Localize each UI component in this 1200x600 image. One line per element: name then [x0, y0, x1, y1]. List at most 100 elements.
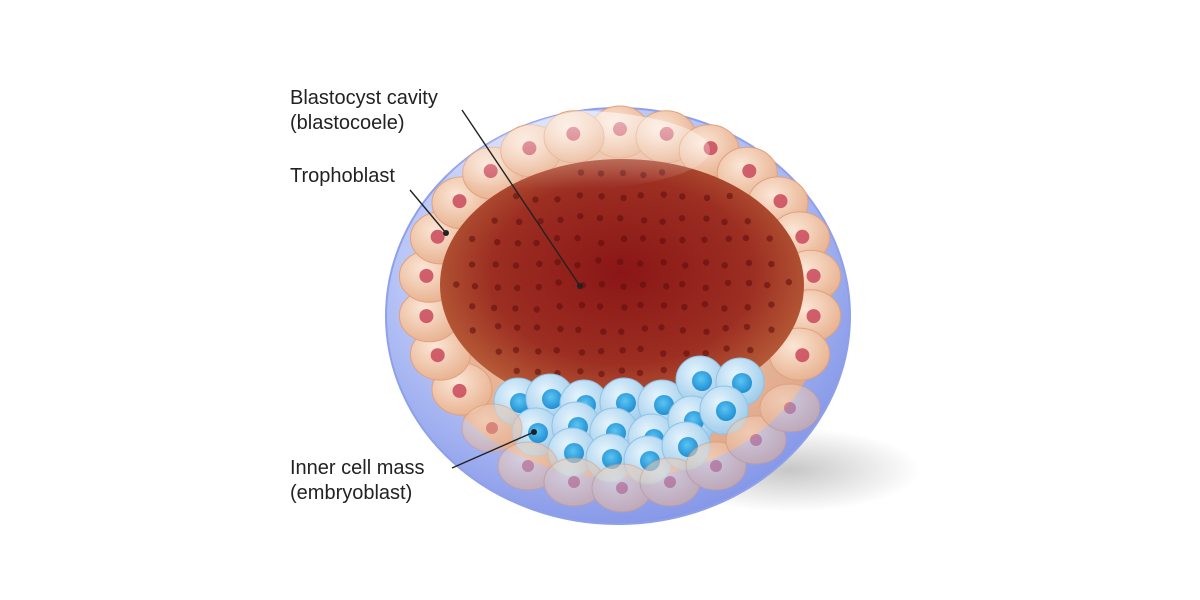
label-blastocyst-cavity: Blastocyst cavity (blastocoele) [290, 86, 438, 136]
cavity-dot [469, 303, 476, 310]
lower-trophoblast-nucleus [784, 402, 796, 414]
cavity-dot [679, 327, 687, 334]
trophoblast-nucleus [773, 194, 788, 209]
cavity-dot [577, 368, 584, 375]
cavity-dot [598, 193, 605, 200]
cavity-dot [725, 235, 732, 243]
cavity-dot [533, 239, 540, 247]
cavity-dot [618, 367, 626, 374]
lower-trophoblast-nucleus [710, 460, 722, 472]
cavity-dot [702, 349, 709, 357]
cavity-dot [744, 218, 751, 225]
lower-trophoblast-nucleus [750, 434, 762, 446]
cavity-dot [534, 368, 542, 376]
label-trophoblast: Trophoblast [290, 164, 395, 189]
lower-trophoblast-nucleus [568, 476, 580, 488]
cavity-dot [494, 238, 501, 246]
leader-cavity [461, 109, 581, 287]
cavity-dot [576, 192, 584, 199]
trophoblast-nucleus [795, 229, 810, 244]
cavity-dot [578, 349, 586, 356]
cavity-dot [701, 236, 708, 243]
cavity-dot [512, 305, 519, 312]
cavity-dot [620, 283, 627, 290]
cavity-dot [514, 240, 522, 247]
cavity-dot [639, 281, 647, 288]
cavity-dot [535, 283, 543, 291]
label-inner-cell-mass-line1: Inner cell mass [290, 457, 425, 479]
cavity-dot [553, 235, 561, 242]
cavity-dot [600, 328, 607, 335]
cavity-dot [660, 366, 667, 374]
trophoblast-nucleus [419, 268, 434, 283]
cavity-dot [637, 192, 645, 199]
cavity-dot [468, 235, 476, 243]
trophoblast-nucleus [430, 348, 445, 363]
label-trophoblast-line1: Trophoblast [290, 165, 395, 187]
cavity-dot [679, 236, 686, 244]
cavity-dot [616, 258, 624, 266]
cavity-dot [679, 281, 686, 288]
leader-lines [409, 109, 581, 469]
cavity-dot [597, 347, 605, 355]
cavity-dot [768, 260, 775, 268]
cavity-dot [702, 284, 710, 292]
cavity-dot [469, 327, 476, 334]
cavity-dot [641, 325, 649, 332]
leader-dot-trophoblast [443, 230, 449, 236]
cavity-dot [537, 217, 544, 225]
cavity-dot [557, 216, 564, 224]
cavity-dot [553, 347, 560, 354]
trophoblast-nucleus [452, 194, 467, 209]
cavity-dot [768, 326, 775, 333]
cavity-dot [768, 301, 775, 308]
cavity-dot [660, 302, 668, 309]
cavity-dot [514, 284, 521, 292]
cavity-dot [640, 217, 648, 224]
cavity-dot [512, 192, 520, 200]
cavity-dot [701, 300, 709, 308]
lower-trophoblast-nucleus [664, 476, 676, 488]
cavity-dot [637, 345, 644, 353]
cavity-dot [495, 348, 502, 355]
cavity-dot [745, 259, 753, 267]
cavity-dot [742, 234, 750, 242]
cavity-dot [721, 218, 728, 226]
icm-nucleus [510, 393, 530, 413]
icm-nucleus [616, 393, 636, 413]
cavity-dot [514, 324, 521, 331]
cavity-dot [745, 279, 753, 287]
zona-gloss [410, 110, 710, 190]
cavity-dot [658, 324, 665, 331]
cavity-dot [747, 346, 754, 354]
cavity-dot [598, 281, 606, 288]
cavity-dot [494, 322, 502, 330]
cavity-dot [682, 262, 689, 269]
icm-nucleus [528, 423, 548, 443]
cavity-dot [491, 217, 498, 224]
cavity-dot [724, 279, 732, 287]
cavity-dot [468, 261, 476, 268]
icm-nucleus [732, 373, 752, 393]
cavity-dot [595, 257, 602, 264]
trophoblast-nucleus [430, 229, 445, 244]
cavity-dot [598, 370, 605, 378]
cavity-dot [766, 235, 773, 242]
cavity-dot [660, 191, 667, 198]
lower-trophoblast-nucleus [486, 422, 498, 434]
cavity-dot [532, 196, 539, 203]
cavity-dot [512, 262, 520, 269]
leader-dot-inner-cell-mass [531, 429, 537, 435]
cavity-dot [492, 261, 499, 268]
cavity-dot [619, 347, 626, 354]
cavity-dot [702, 259, 710, 266]
lower-trophoblast-cell [725, 415, 787, 465]
cavity-dot [659, 218, 666, 225]
trophoblast-nucleus [452, 383, 467, 398]
cavity-dot [618, 328, 625, 335]
cavity-dot [512, 346, 520, 354]
cavity-dot [703, 328, 710, 335]
cavity-dot [453, 281, 460, 288]
cavity-dot [555, 279, 562, 286]
